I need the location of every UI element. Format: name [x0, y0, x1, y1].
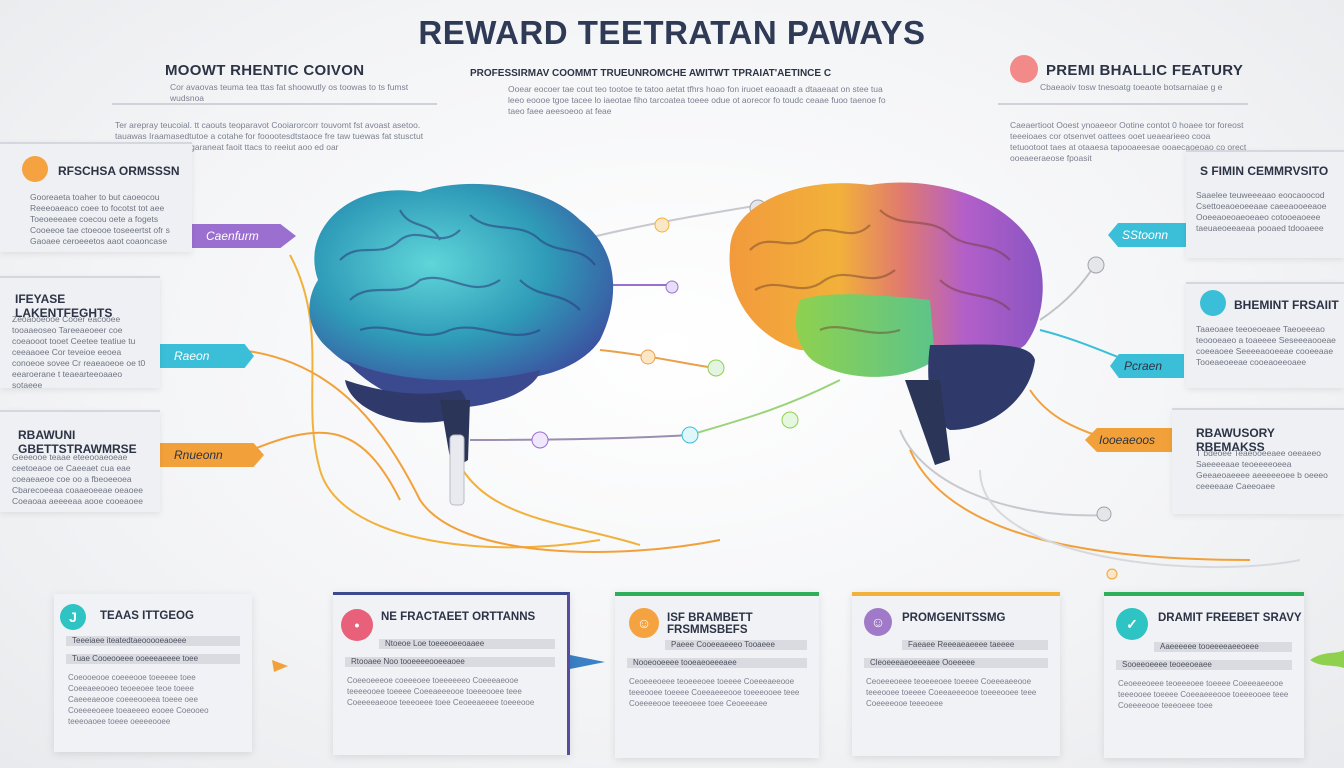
- left-panel-1-heading: RFSCHSA ORMSSSN: [58, 164, 180, 178]
- card-3-stripe-1: Paeee Cooeeaeeeo Tooaeee: [665, 640, 807, 650]
- orange-dot-icon: [22, 156, 48, 182]
- card-1-stripe-1: Teeeiaee iteatedtaeooooeaoeee: [66, 636, 240, 646]
- left-panel-2-heading: IFEYASE LAKENTFEGHTS: [15, 292, 113, 320]
- left-panel-2-body: Zeoaooeooe Cooer eacooee tooaaeoseo Tare…: [12, 314, 146, 390]
- card-3-icon: ☺: [629, 608, 659, 638]
- top-center-heading: PROFESSIRMAV COOMMT TRUEUNROMCHE AWITWT …: [470, 68, 832, 79]
- top-left-heading: MOOWT RHENTIC COIVON: [165, 62, 365, 79]
- cyan-dot-icon: [1200, 290, 1226, 316]
- left-panel-1: RFSCHSA ORMSSSN Gooreaeta toaher to but …: [0, 142, 192, 252]
- tag-left-2: Raeon: [160, 344, 254, 368]
- top-right-sub: Cbaeaoiv tosw tnesoatg toeaote botsarnai…: [1040, 82, 1223, 92]
- divider: [112, 103, 437, 105]
- bottom-card-1: J TEAAS ITTGEOG Teeeiaee iteatedtaeooooe…: [54, 594, 252, 752]
- leaf-icon: [1310, 650, 1344, 668]
- right-panel-2: BHEMINT FRSAIIT Taaeoaee teeoeoeaee Taeo…: [1186, 282, 1344, 388]
- tag-left-3: Rnueonn: [160, 443, 264, 467]
- top-left-body: Ter arepray teucoial. tt caouts teoparav…: [115, 120, 424, 152]
- bottom-card-3: ☺ ISF BRAMBETT FRSMMSBEFS Paeee Cooeeaee…: [615, 592, 819, 758]
- left-panel-3-heading: RBAWUNI GBETTSTRAWMRSE: [18, 428, 137, 456]
- pink-dot-icon: [1010, 55, 1038, 83]
- card-4-heading: PROMGENITSSMG: [902, 612, 1006, 624]
- card-1-body: Coeooeooe coeeeooe toeeeee toee Coeeaeeo…: [68, 673, 209, 726]
- left-panel-3-body: Geeeooe teaae eteeooaeoeae ceetoeaoe oe …: [12, 452, 143, 506]
- tag-right-1: SStoonn: [1108, 223, 1192, 247]
- left-brain-illustration: [309, 183, 614, 506]
- right-panel-2-heading: BHEMINT FRSAIIT: [1234, 298, 1339, 312]
- card-2-stripe-1: Ntoeoe Loe toeeeoeeoaaee: [379, 639, 555, 649]
- card-5-body: Ceoeeeoeee teoeeeoee toeeee Coeeeaeeooe …: [1118, 679, 1289, 710]
- card-2-icon: •: [341, 609, 373, 641]
- card-5-stripe-1: Aaeeeeee tooeeeeaeeoeee: [1154, 642, 1292, 652]
- card-4-stripe-1: Faeaee Reeeaeaeeee taeeee: [902, 640, 1048, 650]
- tag-right-2: Pcraen: [1110, 354, 1184, 378]
- right-panel-1: S FIMIN CEMMRVSITO Saaelee teuweeeaao eo…: [1186, 150, 1344, 258]
- divider: [998, 103, 1248, 105]
- card-2-body: Coeeoeeeoe coeeeoee toeeeeeeo Coeeeaeooe…: [347, 676, 535, 707]
- right-panel-3-body: T bdeoee Teaeooeeaee oeeaeeo Saeeeeaae t…: [1196, 448, 1328, 491]
- bottom-card-5: ✓ DRAMIT FREEBET SRAVY Aaeeeeee tooeeeea…: [1104, 592, 1304, 758]
- card-1-stripe-2: Tuae Cooeooeee ooeeeaeeee toee: [66, 654, 240, 664]
- top-center-sub: Ooear eocoer tae cout teo tootoe te tato…: [508, 84, 886, 116]
- arrow-icon: [272, 660, 288, 672]
- tag-right-3: Iooeaeoos: [1085, 428, 1184, 452]
- right-panel-3-heading: RBAWUSORY RBEMAKSS: [1196, 426, 1275, 454]
- top-right-body: Caeaertioot Ooest ynoaeeor Ootine contot…: [1010, 120, 1247, 163]
- card-3-heading: ISF BRAMBETT FRSMMSBEFS: [667, 612, 753, 636]
- bottom-card-4: ☺ PROMGENITSSMG Faeaee Reeeaeaeeee taeee…: [852, 592, 1060, 756]
- arrow-icon: [565, 654, 605, 670]
- card-4-icon: ☺: [864, 608, 892, 636]
- right-panel-3: RBAWUSORY RBEMAKSS T bdeoee Teaeooeeaee …: [1172, 408, 1344, 514]
- left-panel-1-body: Gooreaeta toaher to but caoeocou Reeeoae…: [30, 192, 170, 246]
- card-2-stripe-2: Rtooaee Noo tooeeeeooeeaoee: [345, 657, 555, 667]
- page-title: REWARD TEETRATAN PAWAYS: [418, 14, 926, 51]
- left-panel-2: IFEYASE LAKENTFEGHTS Zeoaooeooe Cooer ea…: [0, 276, 160, 390]
- card-4-body: Ceoeeeoeee teoeeeoee toeeee Coeeeaeeooe …: [866, 677, 1037, 708]
- card-5-icon: ✓: [1116, 608, 1148, 640]
- top-right-heading: PREMI BHALLIC FEATURY: [1046, 62, 1244, 79]
- card-2-heading: NE FRACTAEET ORTTANNS: [381, 611, 536, 623]
- right-panel-1-body: Saaelee teuweeeaao eoocaoocod Csettoeaoe…: [1196, 190, 1327, 233]
- card-1-heading: TEAAS ITTGEOG: [100, 610, 194, 622]
- card-1-icon: J: [60, 604, 86, 630]
- right-panel-1-heading: S FIMIN CEMMRVSITO: [1200, 164, 1329, 178]
- card-5-stripe-2: Sooeeoeeee teoeeoeaee: [1116, 660, 1292, 670]
- card-5-heading: DRAMIT FREEBET SRAVY: [1158, 612, 1302, 624]
- left-panel-3: RBAWUNI GBETTSTRAWMRSE Geeeooe teaae ete…: [0, 410, 160, 512]
- top-left-sub: Cor avaovas teuma tea ttas fat shoowutly…: [170, 82, 409, 103]
- right-panel-2-body: Taaeoaee teeoeoeaee Taeoeeeao teoooeaeo …: [1196, 324, 1336, 367]
- bottom-card-2: • NE FRACTAEET ORTTANNS Ntoeoe Loe toeee…: [333, 592, 570, 755]
- card-3-body: Ceoeeeoeee teoeeeoee toeeee Coeeeaeeooe …: [629, 677, 800, 708]
- card-3-stripe-2: Nooeooeeee tooeaeoeeeaee: [627, 658, 807, 668]
- right-brain-illustration: [729, 182, 1043, 465]
- card-4-stripe-2: Cleoeeeaeoeeeaee Ooeeeee: [864, 658, 1048, 668]
- tag-left-1: Caenfurm: [192, 224, 296, 248]
